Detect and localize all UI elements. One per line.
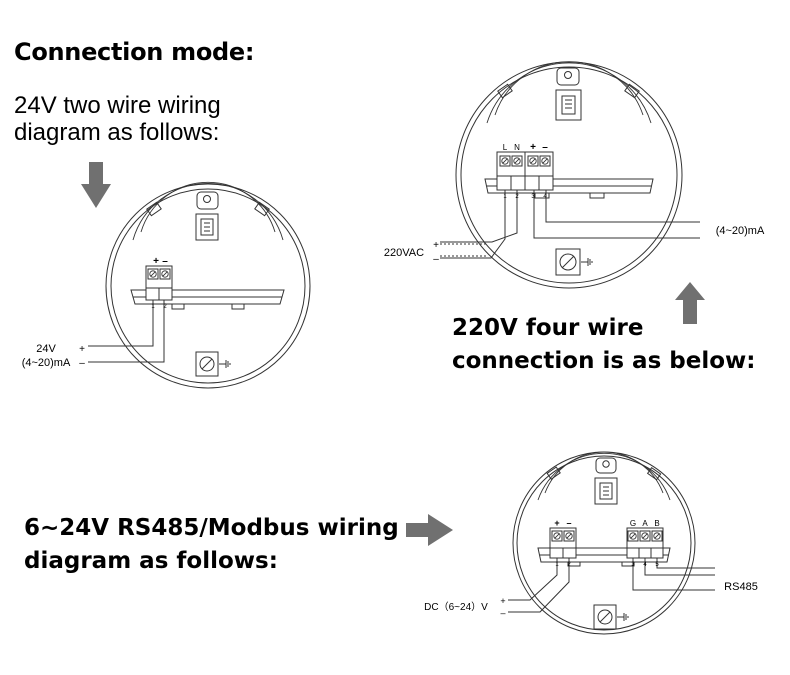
rs485-terminal-minus: – (566, 518, 571, 528)
two-wire-plus-sign: + (79, 344, 85, 355)
rs485-terminal-number-1: 1 (555, 562, 559, 568)
rs485-terminal-number-5: 5 (655, 562, 659, 568)
rs485-terminal-A: A (642, 519, 648, 528)
two-wire-heading-line1: 24V two wire wiring (14, 92, 221, 119)
two-wire-voltage-label: 24V (36, 343, 56, 355)
ground-icon (219, 360, 231, 368)
two-wire-terminal-plus: + (153, 256, 159, 267)
rs485-terminal-G: G (630, 519, 636, 528)
four-wire-terminal-N: N (514, 143, 520, 152)
four-wire-terminal-number-1: 1 (503, 194, 507, 200)
rs485-diagram (508, 451, 715, 635)
rs485-heading-line1: 6~24V RS485/Modbus wiring (24, 515, 399, 541)
rs485-plus-sign: + (500, 596, 505, 606)
up-arrow-icon (675, 282, 705, 324)
page-title: Connection mode: (14, 38, 255, 66)
four-wire-terminal-L: L (503, 143, 508, 152)
four-wire-terminal-number-3: 3 (531, 194, 535, 200)
two-wire-diagram (88, 181, 311, 389)
rs485-terminal-number-4: 4 (643, 562, 647, 568)
four-wire-heading-line1: 220V four wire (452, 315, 644, 341)
four-wire-output-label: (4~20)mA (716, 225, 765, 237)
two-wire-terminal-number-2: 2 (163, 304, 167, 310)
ground-icon (581, 258, 593, 266)
two-wire-terminal-minus: – (162, 256, 168, 267)
four-wire-terminal-plus: + (530, 142, 536, 153)
two-wire-minus-sign: – (79, 358, 85, 369)
rs485-heading-line2: diagram as follows: (24, 548, 278, 574)
two-wire-heading-line2: diagram as follows: (14, 119, 220, 146)
rs485-heading: 6~24V RS485/Modbus wiring diagram as fol… (24, 512, 404, 578)
two-wire-terminal-number-1: 1 (151, 304, 155, 310)
rs485-minus-sign: – (500, 608, 505, 618)
four-wire-heading-line2: connection is as below: (452, 348, 756, 374)
down-arrow-icon (81, 162, 111, 208)
rs485-supply-label: DC（6~24）V (424, 601, 488, 613)
rs485-terminal-B: B (654, 519, 659, 528)
right-arrow-icon (406, 514, 453, 546)
two-wire-heading: 24V two wire wiring diagram as follows: (14, 92, 274, 146)
four-wire-plus-sign: + (433, 240, 439, 251)
four-wire-heading: 220V four wire connection is as below: (452, 312, 772, 378)
rs485-terminal-plus: + (554, 518, 559, 528)
four-wire-terminal-number-4: 4 (543, 194, 547, 200)
four-wire-supply-label: 220VAC (384, 247, 424, 259)
rs485-terminal-number-3: 3 (631, 562, 635, 568)
four-wire-diagram (440, 61, 700, 289)
two-wire-current-label: (4~20)mA (22, 357, 71, 369)
rs485-bus-label: RS485 (724, 581, 758, 593)
four-wire-terminal-number-2: 2 (515, 194, 519, 200)
four-wire-terminal-minus: – (542, 142, 548, 153)
ground-icon (617, 613, 629, 621)
four-wire-minus-sign: – (433, 254, 439, 265)
rs485-terminal-number-2: 2 (567, 562, 571, 568)
